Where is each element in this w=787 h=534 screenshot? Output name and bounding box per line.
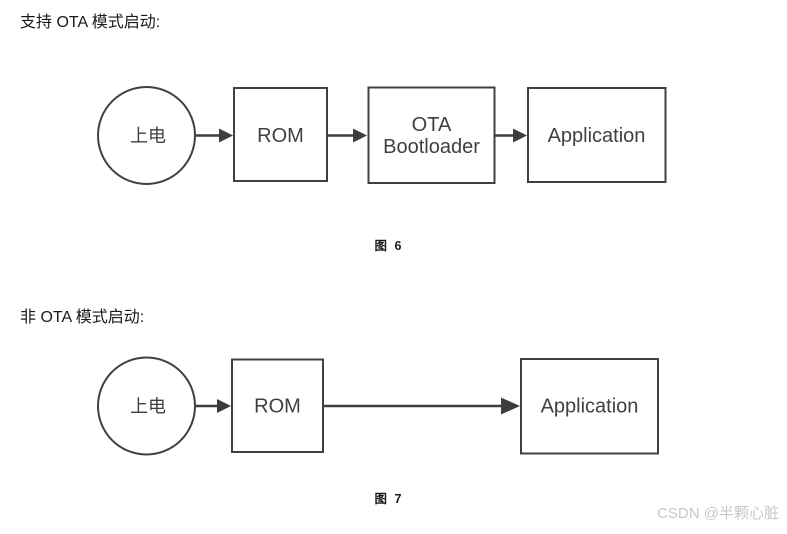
arrowhead-power-to-rom-icon: [219, 128, 233, 143]
rom-node: [233, 87, 328, 182]
application-label: Application: [548, 125, 646, 147]
ota-bootloader-label-line1: OTA: [412, 114, 452, 136]
arrowhead-power-to-rom-icon: [217, 399, 231, 413]
ota-bootloader-node: [367, 86, 496, 184]
arrowhead-rom-to-application-icon: [501, 397, 520, 415]
csdn-watermark: CSDN @半颗心脏: [657, 505, 779, 522]
rom-label: ROM: [254, 396, 301, 418]
power-on-node: [97, 356, 196, 456]
application-label: Application: [541, 396, 639, 418]
ota-bootloader-label-line2: Bootloader: [383, 136, 480, 158]
power-on-label: 上电: [130, 397, 166, 417]
application-node: [520, 358, 659, 455]
figure-6-caption: 图 6: [374, 239, 404, 253]
rom-label: ROM: [257, 125, 304, 147]
non-ota-section-heading: 非 OTA 模式启动:: [20, 309, 145, 326]
ota-section-heading: 支持 OTA 模式启动:: [20, 14, 161, 31]
power-on-node: [97, 86, 196, 185]
figure-7-caption: 图 7: [374, 492, 404, 506]
non-ota-boot-flow: 上电 ROM Application: [97, 356, 659, 456]
power-on-label: 上电: [130, 126, 166, 146]
arrowhead-bootloader-to-application-icon: [513, 128, 527, 143]
application-node: [527, 87, 667, 183]
ota-boot-flow: 上电 ROM OTA Bootloader Application: [97, 86, 667, 185]
rom-node: [231, 358, 324, 453]
arrowhead-rom-to-bootloader-icon: [353, 128, 367, 143]
